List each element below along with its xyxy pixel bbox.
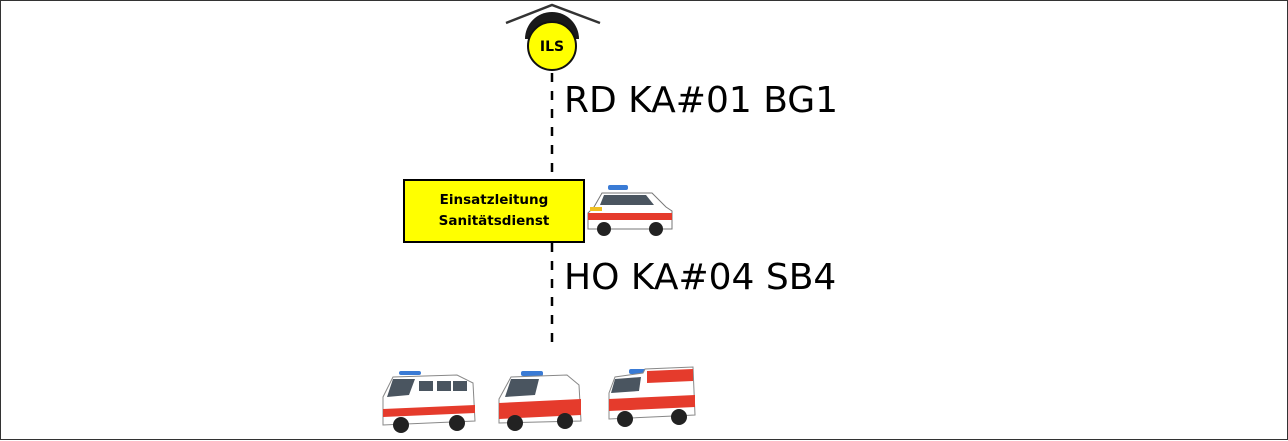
- transport-van-icon: [382, 371, 476, 433]
- ils-label: ILS: [540, 39, 564, 55]
- radio-label-lower: HO KA#04 SB4: [564, 257, 837, 298]
- command-car-icon: [587, 185, 673, 236]
- ambulance-van-icon: [498, 371, 582, 431]
- command-unit-line2: Sanitätsdienst: [438, 213, 550, 229]
- box-ambulance-icon: [608, 366, 696, 427]
- command-unit-box: Einsatzleitung Sanitätsdienst: [403, 179, 585, 243]
- radio-label-upper: RD KA#01 BG1: [564, 80, 839, 121]
- command-unit-line1: Einsatzleitung: [439, 192, 549, 209]
- dispatch-center-icon: ILS: [505, 3, 601, 71]
